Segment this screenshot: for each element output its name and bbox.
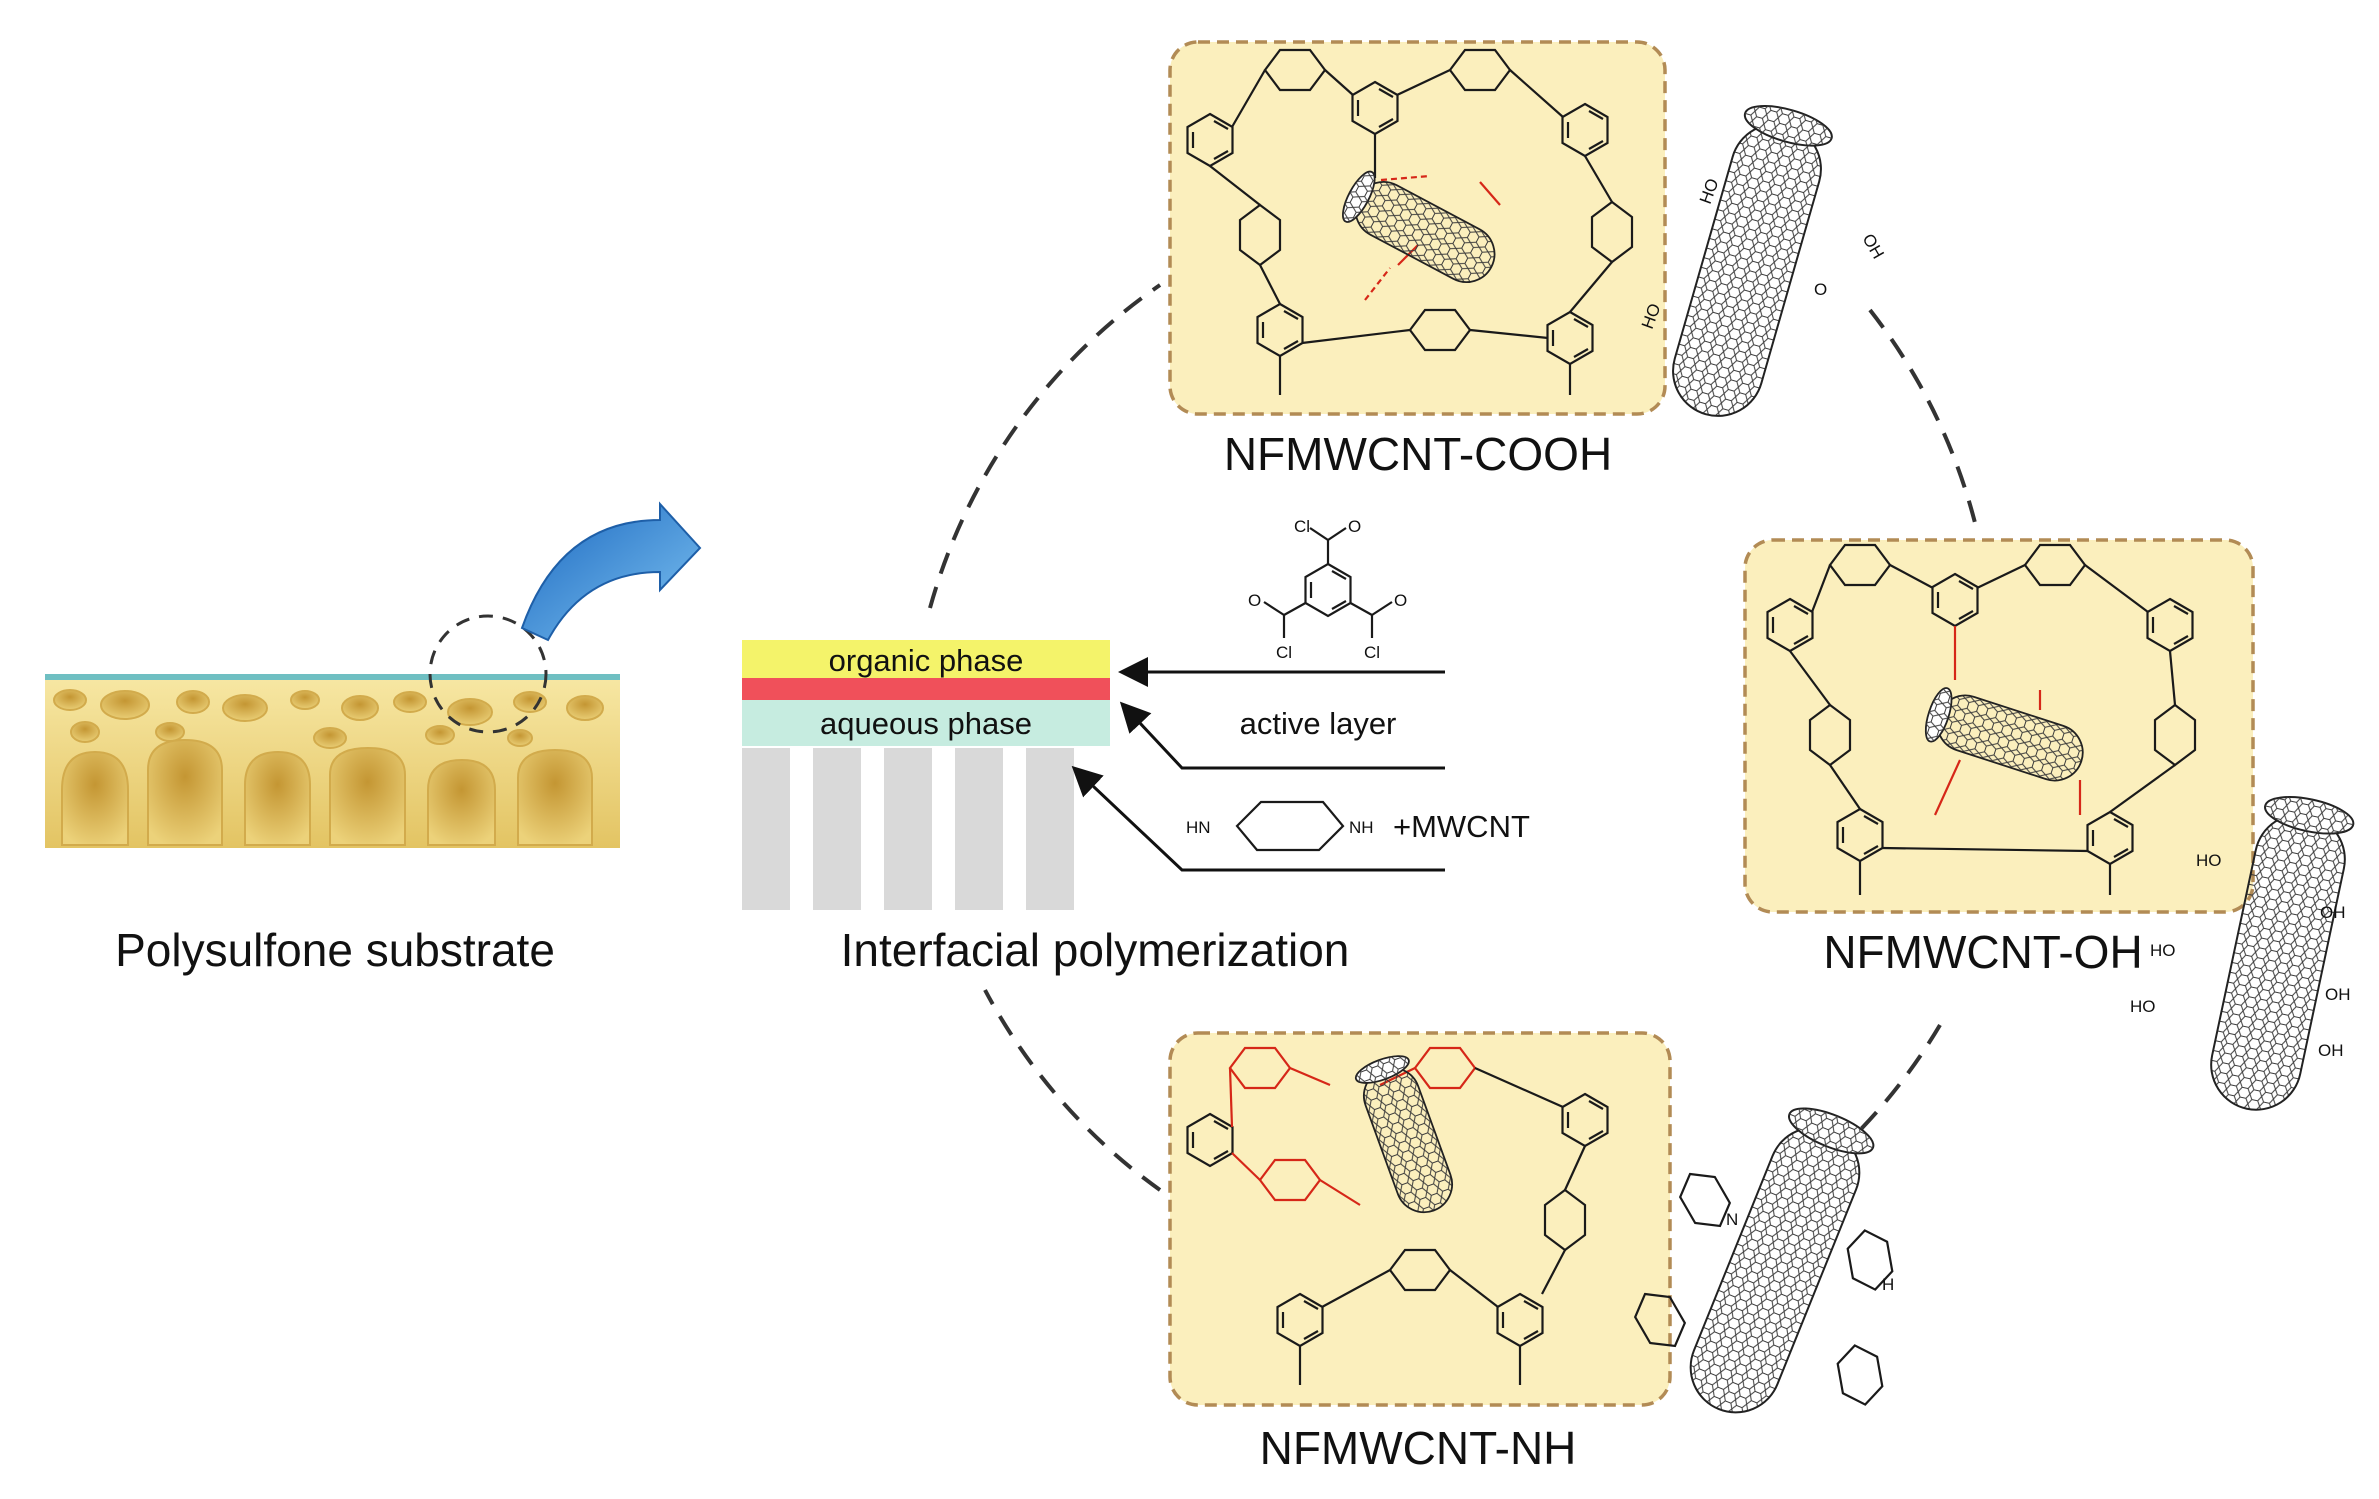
oh-label-2: OH [2320,903,2346,922]
tmc-o-left: O [1248,591,1261,610]
aqueous-phase-label: aqueous phase [820,706,1032,741]
interfacial-label: Interfacial polymerization [841,924,1350,976]
active-layer-arrow [1119,701,1445,770]
oh-label-5: HO [2130,997,2156,1016]
active-layer-label: active layer [1240,706,1397,741]
panel-nh-title: NFMWCNT-NH [1260,1422,1577,1474]
panel-nh: N H NFMWCNT-NH [1168,1031,1897,1474]
tmc-cl-left: Cl [1276,643,1292,662]
oh-label-4: OH [2325,985,2351,1004]
support-bars [742,748,1074,910]
tmc-o-top: O [1348,517,1361,536]
tmc-cl-top: Cl [1294,517,1310,536]
oh-label-6: OH [2318,1041,2344,1060]
substrate-top-layer [45,674,620,680]
piperazine-hn: HN [1186,818,1211,837]
interfacial-polymerization: organic phase aqueous phase active layer [742,517,1530,976]
organic-phase-layer [742,640,1110,678]
polysulfone-substrate: Polysulfone substrate [45,501,702,976]
piperazine-nh: NH [1349,818,1374,837]
panel-oh: HO OH HO OH HO OH NFMWCNT-OH [1743,538,2358,1120]
aqueous-phase-layer [742,700,1110,746]
substrate-label: Polysulfone substrate [115,924,555,976]
tmc-molecule: Cl O O Cl O Cl [1248,517,1407,662]
tmc-o-right: O [1394,591,1407,610]
oh-label-3: HO [2150,941,2176,960]
active-layer-band [742,678,1110,700]
panel-cooh-title: NFMWCNT-COOH [1224,428,1612,480]
substrate-pores [53,689,604,846]
panel-oh-title: NFMWCNT-OH [1823,926,2142,978]
piperazine-molecule: HN NH [1186,800,1374,852]
oh-label-1: HO [2196,851,2222,870]
mwcnt-label: +MWCNT [1393,809,1530,844]
zoom-arrow [520,501,702,642]
panel-cooh: HO OH HO O NFMWCNT-COOH [1168,40,1888,480]
nh-label-h: H [1882,1275,1894,1294]
nh-nanotube [1676,1098,1880,1427]
panel-oh-network [1766,543,2197,895]
cooh-label-1: HO [1696,176,1723,206]
panel-cooh-network [1186,48,1634,395]
zoom-circle [428,614,548,734]
nh-label-n: N [1726,1210,1738,1229]
panel-nh-frame [1168,1031,1672,1407]
aqueous-arrow [1071,765,1445,872]
cooh-label-4: O [1814,280,1827,299]
cooh-nanotube [1661,97,1838,428]
organic-phase-label: organic phase [829,643,1024,678]
cooh-label-2: OH [1859,231,1888,263]
tmc-cl-right: Cl [1364,643,1380,662]
